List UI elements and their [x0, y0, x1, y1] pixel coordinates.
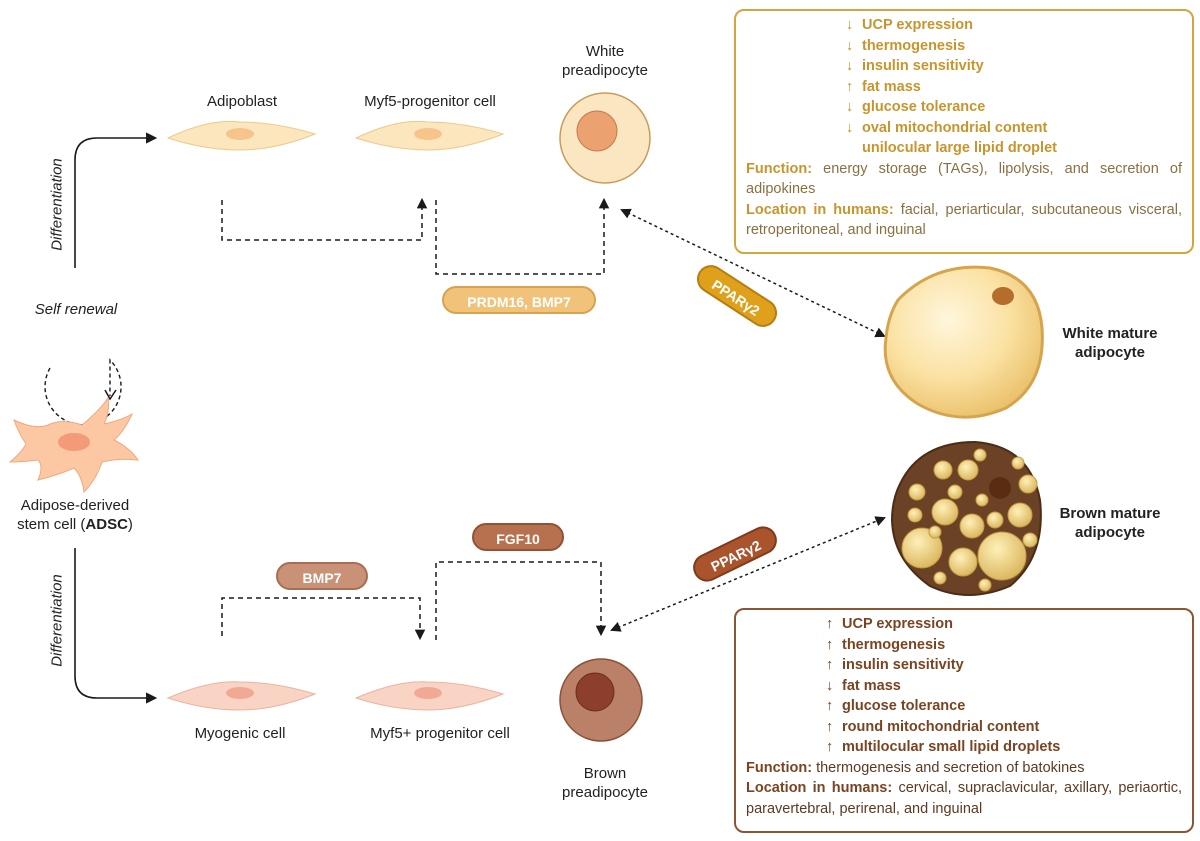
myf5neg-to-whitepre-arrow: [435, 197, 610, 275]
white-preadipocyte-label-2: preadipocyte: [562, 62, 648, 79]
prdm16-bmp7-pill: PRDM16, BMP7: [442, 286, 596, 314]
myogenic-label: Myogenic cell: [194, 725, 286, 742]
property-item: unilocular large lipid droplet: [746, 138, 1182, 159]
trend-arrow-icon: ↑: [826, 718, 834, 735]
property-item: ↓ UCP expression: [746, 15, 1182, 36]
trend-arrow-icon: ↑: [826, 739, 834, 755]
white-mature-adipocyte-icon: [883, 265, 1044, 419]
adipoblast-to-myf5neg-arrow: [221, 197, 428, 241]
brown-mature-adipocyte-icon: [890, 440, 1042, 596]
trend-arrow-icon: ↑: [826, 636, 834, 653]
property-item: ↓ thermogenesis: [746, 36, 1182, 57]
white-adipocyte-properties-box: ↓ UCP expression ↓ thermogenesis ↓ insulin se…: [734, 9, 1194, 254]
differentiation-top-label: Differentiation: [48, 158, 66, 251]
adipoblast-spindle-icon: [166, 120, 317, 151]
brown-function: Function: thermogenesis and secretion of…: [746, 759, 1085, 776]
brown-adipocyte-properties-box: ↑ UCP expression ↑ thermogenesis ↑ insulin se…: [734, 608, 1194, 833]
bmp7-pill: BMP7: [276, 562, 368, 590]
brown-mature-label-2: adipocyte: [1074, 524, 1146, 541]
property-text: insulin sensitivity: [842, 657, 964, 673]
property-text: fat mass: [842, 677, 901, 694]
trend-arrow-icon: ↑: [846, 78, 854, 95]
white-preadipocyte-label-1: White: [585, 43, 625, 60]
property-text: thermogenesis: [842, 636, 946, 653]
property-item: ↓ oval mitochondrial content: [746, 118, 1182, 139]
white-function: Function: energy storage (TAGs), lipolys…: [746, 160, 1182, 198]
property-text: UCP expression: [842, 616, 953, 632]
self-renewal-arrow: [44, 358, 122, 426]
property-item: ↑ thermogenesis: [746, 635, 1182, 656]
property-text: glucose tolerance: [842, 698, 966, 714]
adsc-label-1: Adipose-derived: [20, 497, 130, 514]
myogenic-to-myf5pos-arrow: [221, 597, 426, 641]
adsc-stellate-icon: [8, 396, 140, 494]
adsc-label-2: stem cell (ADSC): [0, 515, 150, 534]
adsc-acronym: ADSC: [85, 516, 128, 533]
property-text: thermogenesis: [862, 37, 966, 54]
property-text: fat mass: [862, 78, 921, 95]
property-item: ↑ fat mass: [746, 77, 1182, 98]
trend-arrow-icon: ↑: [826, 616, 834, 632]
property-text: glucose tolerance: [862, 99, 986, 115]
white-location: Location in humans: facial, periarticula…: [746, 201, 1182, 239]
myf5-positive-label: Myf5+ progenitor cell: [370, 725, 510, 742]
differentiation-top-arrow: [74, 132, 158, 268]
adsc-label-2-prefix: stem cell (: [17, 516, 86, 533]
trend-arrow-icon: ↓: [826, 677, 834, 694]
brown-location: Location in humans: cervical, supraclavi…: [746, 780, 1183, 817]
trend-arrow-icon: ↓: [846, 119, 854, 136]
myf5pos-to-brownpre-arrow: [435, 561, 607, 640]
trend-arrow-icon: ↓: [846, 17, 854, 33]
brown-mature-label-1: Brown mature: [1059, 505, 1161, 522]
trend-arrow-icon: ↓: [846, 99, 854, 115]
white-mature-label-1: White mature: [1062, 325, 1158, 342]
trend-arrow-icon: ↑: [826, 657, 834, 673]
adsc-label-2-suffix: ): [127, 516, 133, 533]
brown-preadipocyte-label-1: Brown: [583, 765, 627, 782]
white-properties-list: ↓ UCP expression ↓ thermogenesis ↓ insulin se…: [746, 15, 1182, 159]
property-item: ↑ multilocular small lipid droplets: [746, 737, 1182, 758]
property-item: ↓ glucose tolerance: [746, 97, 1182, 118]
differentiation-bottom-arrow: [74, 548, 158, 704]
property-text: multilocular small lipid droplets: [842, 739, 1061, 755]
property-text: UCP expression: [862, 17, 973, 33]
fgf10-pill: FGF10: [472, 523, 564, 551]
trend-arrow-icon: ↑: [826, 698, 834, 714]
property-item: ↑ round mitochondrial content: [746, 717, 1182, 738]
brownpre-to-brownmature-arrow: [610, 516, 886, 632]
myogenic-spindle-icon: [166, 681, 317, 711]
property-item: ↑ insulin sensitivity: [746, 655, 1182, 676]
property-text: round mitochondrial content: [842, 718, 1040, 735]
white-preadipocyte-icon: [559, 92, 651, 184]
myf5-negative-spindle-icon: [354, 120, 505, 151]
whitepre-to-whitemature-arrow: [620, 208, 886, 338]
property-item: ↑ UCP expression: [746, 614, 1182, 635]
brown-preadipocyte-icon: [559, 658, 643, 742]
trend-arrow-icon: ↓: [846, 37, 854, 54]
property-text: unilocular large lipid droplet: [862, 140, 1057, 156]
property-text: insulin sensitivity: [862, 58, 984, 74]
property-item: ↓ fat mass: [746, 676, 1182, 697]
myf5-positive-spindle-icon: [354, 681, 505, 711]
self-renewal-label: Self renewal: [34, 301, 118, 318]
differentiation-bottom-label: Differentiation: [48, 574, 66, 667]
brown-properties-list: ↑ UCP expression ↑ thermogenesis ↑ insulin se…: [746, 614, 1182, 758]
property-item: ↑ glucose tolerance: [746, 696, 1182, 717]
adipoblast-label: Adipoblast: [206, 93, 278, 110]
myf5-negative-label: Myf5-progenitor cell: [364, 93, 496, 110]
trend-arrow-icon: ↓: [846, 58, 854, 74]
white-mature-label-2: adipocyte: [1074, 344, 1146, 361]
brown-preadipocyte-label-2: preadipocyte: [562, 784, 648, 801]
property-text: oval mitochondrial content: [862, 119, 1048, 136]
property-item: ↓ insulin sensitivity: [746, 56, 1182, 77]
